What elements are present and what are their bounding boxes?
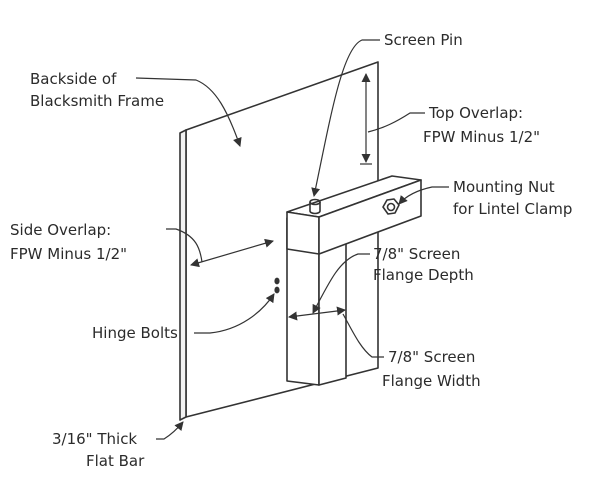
flange-depth-label: 7/8" Screen Flange Depth <box>373 245 474 284</box>
mounting-nut <box>382 198 400 215</box>
screen-flange <box>286 212 347 386</box>
screen-pin-label: Screen Pin <box>384 31 463 49</box>
side-overlap-label: Side Overlap: FPW Minus 1/2" <box>10 221 127 263</box>
hinge-bolts <box>274 277 280 294</box>
leader-lines <box>135 39 449 440</box>
flat-bar-label: 3/16" Thick Flat Bar <box>52 430 145 470</box>
backside-label: Backside of Blacksmith Frame <box>30 70 164 110</box>
hinge-bolts-label: Hinge Bolts <box>92 324 178 342</box>
mounting-nut-label: Mounting Nut for Lintel Clamp <box>453 178 572 218</box>
side-overlap-dimension <box>190 238 274 268</box>
top-overlap-label: Top Overlap: FPW Minus 1/2" <box>423 104 540 146</box>
screen-pin <box>309 198 321 215</box>
flange-width-label: 7/8" Screen Flange Width <box>382 348 481 390</box>
top-overlap-dimension <box>360 73 372 165</box>
